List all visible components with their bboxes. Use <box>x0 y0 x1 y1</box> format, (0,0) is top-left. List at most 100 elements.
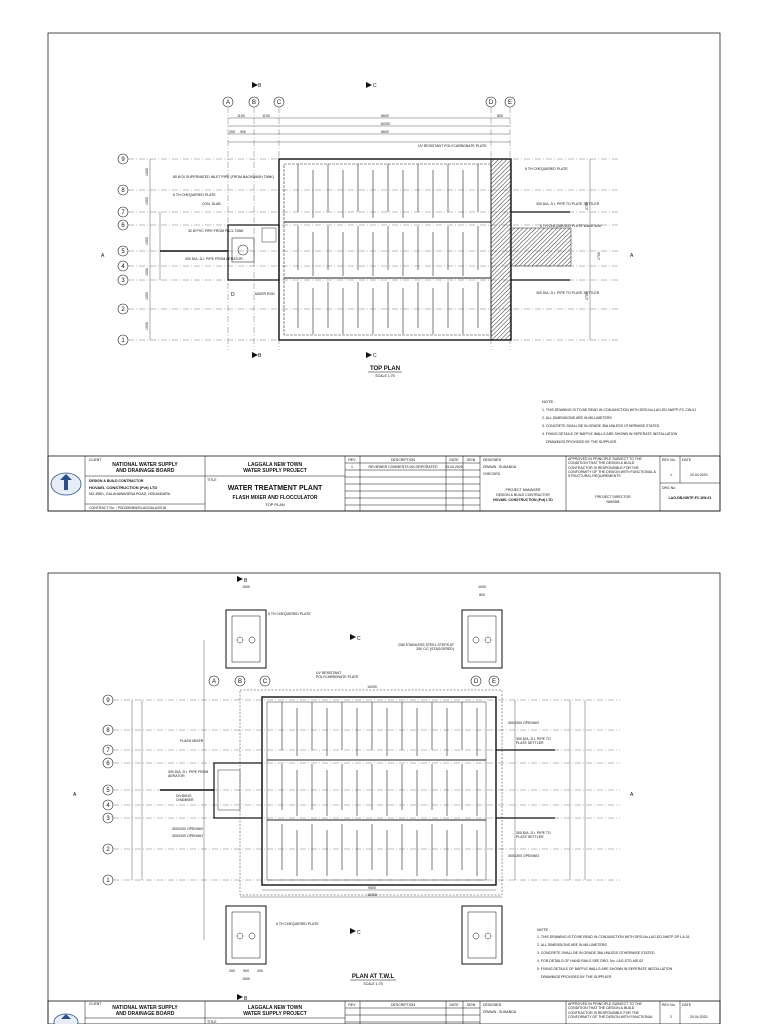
sheet2-flash-mixer <box>160 749 555 819</box>
s2-label-opening-left-1: 300X300 OPENING <box>172 827 203 831</box>
sheet1-view-scale: SCALE 1:75 <box>375 374 394 378</box>
dim-left-6: 1000 <box>145 322 149 330</box>
label-chequered-right: 6 TH CHEQUERED PLATE <box>525 167 568 171</box>
sheet2-flocculator-tank <box>239 689 503 896</box>
s2-dim-200-b: 200 <box>257 969 263 973</box>
sheet2-notes: NOTE : 1. THIS DRAWING IS TO BE READ IN … <box>537 927 690 979</box>
s2-section-a-right: A <box>630 792 634 798</box>
grid-col-d-label: D <box>489 100 494 106</box>
s2-label-dividing: DIVIDING CHAMBER <box>176 794 194 802</box>
sheet1-note-1: 1. THIS DRAWING IS TO BE READ IN CONJUNC… <box>542 408 696 412</box>
dim-left-3: 1000 <box>145 237 149 245</box>
dim-6600: 6600 <box>381 130 389 134</box>
tb1-rev-hdr: REV <box>348 458 356 462</box>
tb2-approved: APPROVED IN PRINCIPLE SUBJECT TO THE CON… <box>568 1002 653 1019</box>
s2-label-chequered-bottom: 6 TH CHEQUERED PLATE <box>276 922 319 926</box>
tb1-approved: APPROVED IN PRINCIPLE SUBJECT TO THE CON… <box>568 457 656 478</box>
grid-col-e-label: E <box>508 100 512 106</box>
sheet2-bottom-dimensions: 9000 10200 10200 1000 800 1000 200 900 2… <box>229 585 502 981</box>
tb1-project-2: WATER SUPPLY PROJECT <box>243 468 307 474</box>
sheet1-flash-mixer <box>160 224 280 281</box>
dim-1100-b: 1100 <box>262 114 270 118</box>
label-walk-way: 6 TH CHEQUERED PLATE WALK WAY <box>540 224 603 228</box>
dim-right-2: 2700 <box>585 292 589 300</box>
grid-col-d: D <box>485 96 497 108</box>
dim-left-4: 1000 <box>145 268 149 276</box>
grid-col-c: C <box>273 96 285 108</box>
tb2-project-1: LAGGALA NEW TOWN <box>248 1005 303 1011</box>
sheet2-view-title: PLAN AT T.W.L <box>352 974 395 980</box>
grid-col-c-label: C <box>277 100 282 106</box>
tb2-rev-no: 2 <box>670 1015 672 1019</box>
tb1-rev-no: 1 <box>670 473 672 477</box>
sheet2-border <box>47 572 721 1025</box>
tb1-rev-date: 03.04.2020 <box>445 465 463 469</box>
label-di-pipe-settler-1: 300 DIA. D.I. PIPE TO PLATE SETTLER <box>536 202 600 206</box>
tb2-date-label: DATE <box>682 1003 692 1007</box>
s2-grid-col-c: C <box>263 679 268 685</box>
sheet1-note-4: 4. FIXING DETAILS OF BAFFLE WALLS ARE SH… <box>542 432 678 436</box>
label-pvc-pipe: 32 Ø PVC PIPE FROM PACL TANK <box>188 229 244 233</box>
tb1-drawn: DRAWN : SUNANDA <box>483 465 517 469</box>
sheet1-title-block: CLIENT NATIONAL WATER SUPPLY AND DRAINAG… <box>47 455 721 512</box>
s2-section-b-top: B <box>244 578 248 584</box>
tb2-desc-hdr: DESCRIPTION <box>391 1003 415 1007</box>
walk-way-hatch <box>510 227 572 267</box>
grid-col-a-label: A <box>226 100 230 106</box>
tb2-date-hdr: DATE <box>449 1003 459 1007</box>
grid-row-3: 3 <box>121 278 125 284</box>
grid-col-b: B <box>248 96 260 108</box>
tb1-client-1: NATIONAL WATER SUPPLY <box>112 462 178 468</box>
tb2-date: 20.04.2020 <box>690 1015 708 1019</box>
dim-900: 900 <box>240 130 246 134</box>
tb1-title-2: FLASH MIXER AND FLOCCULATOR <box>233 495 318 501</box>
sheet2-left-dimensions <box>131 640 205 940</box>
tb1-rev-no-label: REV No. <box>662 458 676 462</box>
sheet1-flocculator-tank <box>278 158 512 341</box>
s2-label-uv-plate: UV RESISTANT POLYCARBONATE PLATE <box>316 671 358 679</box>
sheet1-notes-title: NOTE : <box>542 399 555 404</box>
label-di-pipe-settler-2: 300 DIA. D.I. PIPE TO PLATE SETTLER <box>536 291 600 295</box>
sheet2-note-3: 3. CONCRETE SHALL BE IN GRADE 35A UNLESS… <box>537 951 655 955</box>
grid-row-7: 7 <box>121 210 125 216</box>
s2-dim-10200: 10200 <box>367 893 377 897</box>
s2-label-opening-right: 300X300 OPENING <box>508 721 539 725</box>
s2-grid-col-a: A <box>212 679 216 685</box>
sheet1-view-title: TOP PLAN <box>370 366 400 372</box>
tb2-title-label: TITLE <box>207 1020 217 1024</box>
tb1-sign-hdr: SIGN <box>467 458 476 462</box>
grid-row-9: 9 <box>121 157 125 163</box>
s2-grid-row-1: 1 <box>106 878 110 884</box>
s2-section-a-left: A <box>73 792 77 798</box>
s2-label-di-pipe-aerator: 300 DIA. D.I. PIPE FROM AERATOR <box>168 770 208 778</box>
sheet1-notes: NOTE : 1. THIS DRAWING IS TO BE READ IN … <box>542 399 696 444</box>
tb1-client-label: CLIENT <box>89 458 102 462</box>
sheet2-note-2: 2. ALL DIMENSIONS ARE IN MILLIMETERS <box>537 943 607 947</box>
grid-row-4: 4 <box>121 264 125 270</box>
sheet2-view-scale: SCALE 1:75 <box>363 982 382 986</box>
sheet2-section-marks: B C C B A A <box>73 576 634 1002</box>
s2-label-chequered-top: 6 TH CHEQUERED PLATE <box>268 612 311 616</box>
label-con-slab: CON. SLAB <box>202 202 221 206</box>
sheet2-note-4: 4. FOR DETAILS OF HAND RAILS SEE DRG. No… <box>537 959 643 963</box>
tb1-date-hdr: DATE <box>449 458 459 462</box>
tb1-desc-hdr: DESCRIPTION <box>391 458 415 462</box>
section-a-left: A <box>101 253 105 259</box>
sheet1-left-dimensions: 1000 1000 1000 1000 1000 1000 <box>145 159 161 340</box>
section-d: D <box>231 292 235 298</box>
sheet2-right-dimensions <box>514 700 586 880</box>
s2-grid-row-3: 3 <box>106 816 110 822</box>
sheet2-title-block: CLIENT NATIONAL WATER SUPPLY AND DRAINAG… <box>47 1000 721 1029</box>
grid-col-b-label: B <box>252 100 256 106</box>
s2-dim-9000: 9000 <box>368 886 376 890</box>
tb1-rev-1: 1 <box>351 465 353 469</box>
tb2-rev-no-label: REV No. <box>662 1003 676 1007</box>
s2-dim-10200-top: 10200 <box>367 685 377 689</box>
tb2-project-2: WATER SUPPLY PROJECT <box>243 1011 307 1017</box>
s2-dim-1000-bottom: 1000 <box>242 977 250 981</box>
label-mixer: MIXER ROD <box>255 292 275 296</box>
tb1-pd-2: NWSDB <box>606 500 620 504</box>
sheet2-grid-columns: A B C D E <box>208 675 500 687</box>
dim-200: 200 <box>229 130 235 134</box>
